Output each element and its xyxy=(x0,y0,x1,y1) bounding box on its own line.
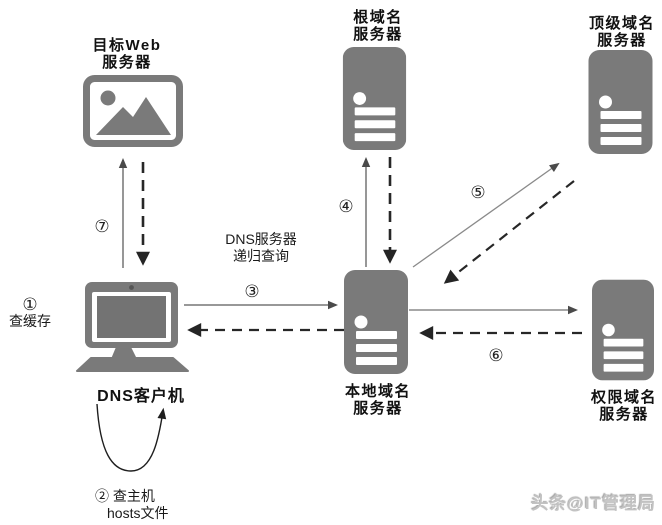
auth-server-label-line1: 权限域名 xyxy=(590,389,658,406)
auth-server-icon xyxy=(592,278,654,382)
step6-number: ⑥ xyxy=(488,346,504,365)
recursive-query-line1: DNS服务器 xyxy=(225,231,297,247)
dns-client-label: DNS客户机 xyxy=(97,388,185,405)
step4-number: ④ xyxy=(338,197,354,216)
step3-number: ③ xyxy=(244,282,260,301)
tld-server-label-line2: 服务器 xyxy=(597,32,647,49)
watermark: 头条@IT管理局 xyxy=(531,494,656,513)
recursive-query-label: DNS服务器 递归查询 xyxy=(225,231,297,265)
auth-server-label-line2: 服务器 xyxy=(599,406,649,423)
local-server-icon xyxy=(344,270,408,374)
step2-line1: ② 查主机 xyxy=(95,488,155,504)
step7-number: ⑦ xyxy=(94,217,110,236)
local-server-label-line2: 服务器 xyxy=(353,400,403,417)
step2-line2: hosts文件 xyxy=(107,505,169,521)
recursive-query-line2: 递归查询 xyxy=(233,248,289,264)
web-server-label: 目标Web 服务器 xyxy=(93,37,162,71)
root-server-icon xyxy=(342,47,407,150)
root-server-label-line1: 根域名 xyxy=(353,9,403,26)
step2-annotation: ② 查主机 hosts文件 xyxy=(95,488,168,522)
auth-server-label: 权限域名 服务器 xyxy=(591,389,657,423)
tld-server-icon xyxy=(588,50,653,154)
arrow-5-response-dashed xyxy=(443,180,575,284)
tld-server-label: 顶级域名 服务器 xyxy=(589,15,655,49)
tld-server-label-line1: 顶级域名 xyxy=(588,15,656,32)
web-server-label-line2: 服务器 xyxy=(102,54,152,71)
root-server-label: 根域名 服务器 xyxy=(353,9,403,43)
root-server-label-line2: 服务器 xyxy=(353,26,403,43)
arrow-5-query-solid xyxy=(412,162,560,268)
step1-text: 查缓存 xyxy=(9,313,51,329)
arrow-2-hosts-curve xyxy=(96,403,167,472)
step1-number: ① xyxy=(22,295,38,314)
step1-annotation: ① 查缓存 xyxy=(9,296,51,330)
web-server-picture-icon xyxy=(83,75,183,147)
web-server-label-line1: 目标Web xyxy=(92,37,162,54)
local-server-label-line1: 本地域名 xyxy=(344,383,412,400)
step5-number: ⑤ xyxy=(470,183,486,202)
local-server-label: 本地域名 服务器 xyxy=(345,383,411,417)
dns-client-monitor-icon xyxy=(76,282,189,372)
